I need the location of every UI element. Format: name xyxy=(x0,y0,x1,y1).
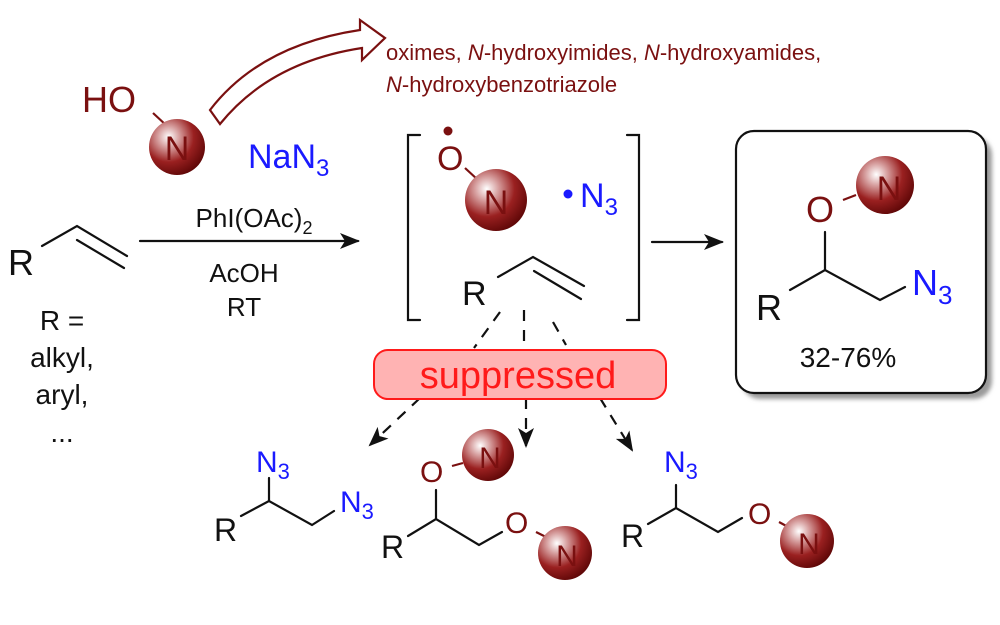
azide-radical-label: N3 xyxy=(580,177,618,221)
side-product-dioxyamine: O N R O N xyxy=(381,429,592,580)
dashed-arrow-right xyxy=(599,397,634,452)
n-ball-icon xyxy=(780,514,834,568)
n-ball-icon xyxy=(538,526,592,580)
hydroxylamine-reagent: HO N xyxy=(82,79,205,175)
side-product-diazide: N3 R N3 xyxy=(214,446,374,548)
yield-label: 32-76% xyxy=(800,342,897,373)
scope-note-line2: N-hydroxybenzotriazole xyxy=(386,72,617,97)
dashed-arrow-left xyxy=(368,397,421,447)
n-ball-icon xyxy=(856,156,914,214)
alkene-substrate: R R = alkyl, aryl, ... xyxy=(8,224,129,448)
intermediate-ball-label: N xyxy=(484,184,509,222)
hydroxy-label: HO xyxy=(82,79,136,120)
side3-o-label: O xyxy=(748,498,771,531)
azide-radical-dot-icon xyxy=(563,189,573,199)
product-r-label: R xyxy=(756,287,782,328)
temperature-label: RT xyxy=(227,292,261,322)
side1-r-label: R xyxy=(214,512,237,548)
radical-dot-icon xyxy=(443,126,453,136)
n-ball-icon xyxy=(462,429,514,481)
right-bracket xyxy=(625,133,641,322)
n-ball-icon xyxy=(149,119,205,175)
n-ball-icon xyxy=(465,169,527,231)
side3-azide-label: N3 xyxy=(664,446,698,484)
oxidant-label: PhI(OAc)2 xyxy=(196,203,313,238)
suppressed-badge: suppressed xyxy=(373,349,667,400)
scope-note-line1: oximes, N-hydroxyimides, N-hydroxyamides… xyxy=(386,40,821,65)
side3-ball-label: N xyxy=(798,528,820,561)
suppressed-label: suppressed xyxy=(420,355,616,397)
intermediate-r-label: R xyxy=(462,275,487,313)
product-azide-label: N3 xyxy=(912,262,952,310)
product-box: O N R N3 32-76% xyxy=(734,129,992,399)
left-bracket xyxy=(406,133,422,322)
solvent-label: AcOH xyxy=(209,258,278,288)
product-o-label: O xyxy=(806,189,834,230)
side2-o1-label: O xyxy=(420,456,443,489)
side-product-regioisomer: N3 R O N xyxy=(621,446,834,568)
side2-ball2-label: N xyxy=(556,540,578,573)
oxyl-label: O xyxy=(437,140,463,178)
side3-r-label: R xyxy=(621,518,644,554)
side1-azide1-label: N3 xyxy=(256,446,290,484)
side2-o2-label: O xyxy=(505,507,528,540)
r-definition-line2: alkyl, xyxy=(30,342,94,373)
reagent-ball-label: N xyxy=(165,130,190,168)
r-definition-line3: aryl, xyxy=(36,379,89,410)
radical-intermediate: O N N3 R xyxy=(406,126,641,322)
hollow-curved-arrow-icon xyxy=(208,17,387,126)
sodium-azide-label: NaN3 xyxy=(248,138,329,182)
side2-ball1-label: N xyxy=(479,442,501,475)
r-definition-line4: ... xyxy=(50,417,73,448)
r-definition-line1: R = xyxy=(40,305,84,336)
substrate-r-label: R xyxy=(8,242,34,283)
product-ball-label: N xyxy=(877,170,902,208)
side1-azide2-label: N3 xyxy=(340,486,374,524)
side2-r-label: R xyxy=(381,529,404,565)
